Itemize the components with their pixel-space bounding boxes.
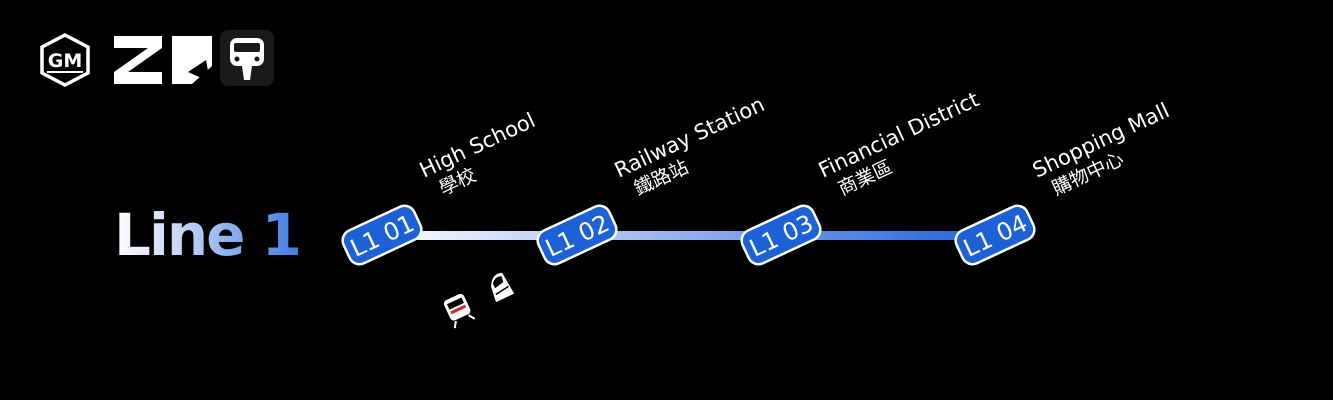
zigzag-logo — [114, 36, 212, 84]
operator-logos: GM — [38, 30, 278, 88]
station-name-en: Financial District — [815, 87, 983, 182]
gm-hexagon-logo: GM — [40, 33, 90, 87]
metro-train-icon — [443, 293, 476, 329]
svg-text:GM: GM — [48, 50, 83, 72]
train-icon — [220, 30, 274, 86]
station-name-en: High School — [416, 108, 539, 182]
station-name-en: Railway Station — [611, 92, 768, 182]
route-track — [380, 231, 1000, 240]
station-code-badge — [954, 204, 1036, 266]
high-speed-rail-icon — [491, 272, 515, 303]
station-code-badge — [341, 204, 423, 266]
transfer-icons — [443, 272, 515, 329]
station-code-badge — [740, 204, 822, 266]
station-code-badge — [536, 204, 618, 266]
line-title: Line 1 — [114, 201, 302, 269]
